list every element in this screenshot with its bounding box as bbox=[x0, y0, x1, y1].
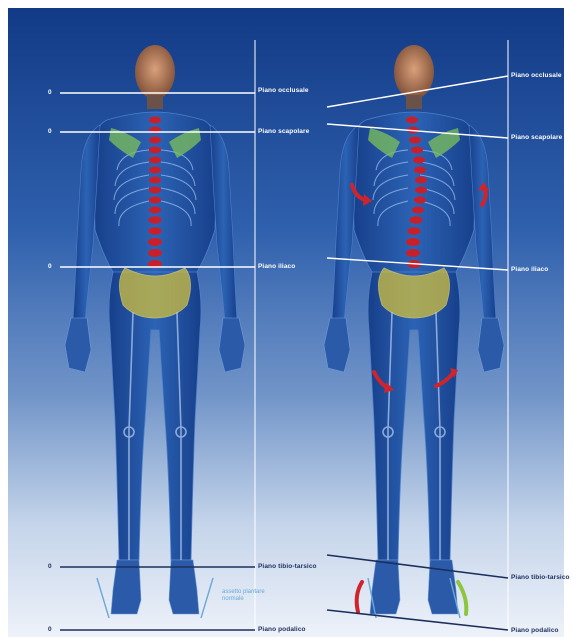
right-label-occlusal: Piano occlusale bbox=[511, 72, 562, 79]
zero-marker-podalic: 0 bbox=[48, 626, 52, 633]
zero-marker-tibio-tarsal: 0 bbox=[48, 563, 52, 570]
left-label-occlusal: Piano occlusale bbox=[258, 87, 309, 94]
plantar-note-line2: normale bbox=[222, 596, 265, 603]
foot-guide-left bbox=[97, 578, 109, 618]
left-label-podalic: Piano podalico bbox=[258, 626, 306, 633]
foot-curve-green bbox=[458, 582, 466, 614]
zero-marker-occlusal: 0 bbox=[48, 89, 52, 96]
right-plane-tibio-tarsal bbox=[327, 555, 508, 578]
foot-curve-red bbox=[357, 582, 362, 612]
human-figure-left bbox=[65, 45, 245, 618]
right-label-scapular: Piano scapolare bbox=[511, 134, 562, 141]
right-label-podalic: Piano podalico bbox=[511, 627, 559, 634]
foot-guide-right bbox=[201, 578, 213, 618]
plantar-note-line1: assetto plantare bbox=[222, 589, 265, 596]
plantar-note: assetto plantare normale bbox=[222, 589, 265, 603]
zero-marker-scapular: 0 bbox=[48, 128, 52, 135]
right-label-iliac: Piano iliaco bbox=[511, 266, 548, 273]
right-plane-podalic bbox=[327, 610, 508, 630]
right-label-tibio-tarsal: Piano tibio-tarsico bbox=[511, 574, 570, 581]
left-label-tibio-tarsal: Piano tibio-tarsico bbox=[258, 563, 317, 570]
left-label-scapular: Piano scapolare bbox=[258, 128, 309, 135]
left-label-iliac: Piano iliaco bbox=[258, 263, 295, 270]
zero-marker-iliac: 0 bbox=[48, 263, 52, 270]
